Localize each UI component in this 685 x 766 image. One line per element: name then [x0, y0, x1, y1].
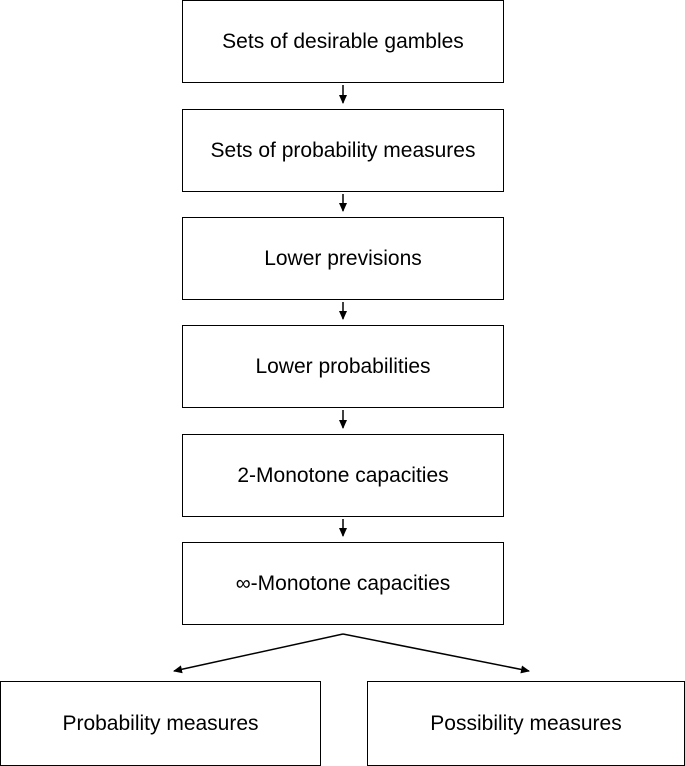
node-label: ∞-Monotone capacities: [235, 571, 451, 595]
node-sets-of-probability-measures: Sets of probability measures: [182, 109, 504, 192]
node-label: Sets of desirable gambles: [222, 29, 464, 53]
arrow-6-to-7: [173, 633, 344, 674]
node-lower-probabilities: Lower probabilities: [182, 325, 504, 408]
node-label: Lower previsions: [264, 246, 422, 270]
node-label: 2-Monotone capacities: [237, 463, 449, 487]
node-lower-previsions: Lower previsions: [182, 217, 504, 300]
node-label: Sets of probability measures: [210, 138, 476, 162]
node-2-monotone-capacities: 2-Monotone capacities: [182, 434, 504, 517]
node-sets-of-desirable-gambles: Sets of desirable gambles: [182, 0, 504, 83]
node-possibility-measures: Possibility measures: [367, 681, 685, 766]
node-infinity-monotone-capacities: ∞-Monotone capacities: [182, 542, 504, 625]
node-label: Possibility measures: [430, 711, 622, 735]
node-probability-measures: Probability measures: [0, 681, 321, 766]
node-label: Lower probabilities: [255, 354, 431, 378]
node-label: Probability measures: [62, 711, 259, 735]
arrow-6-to-8: [342, 633, 530, 674]
